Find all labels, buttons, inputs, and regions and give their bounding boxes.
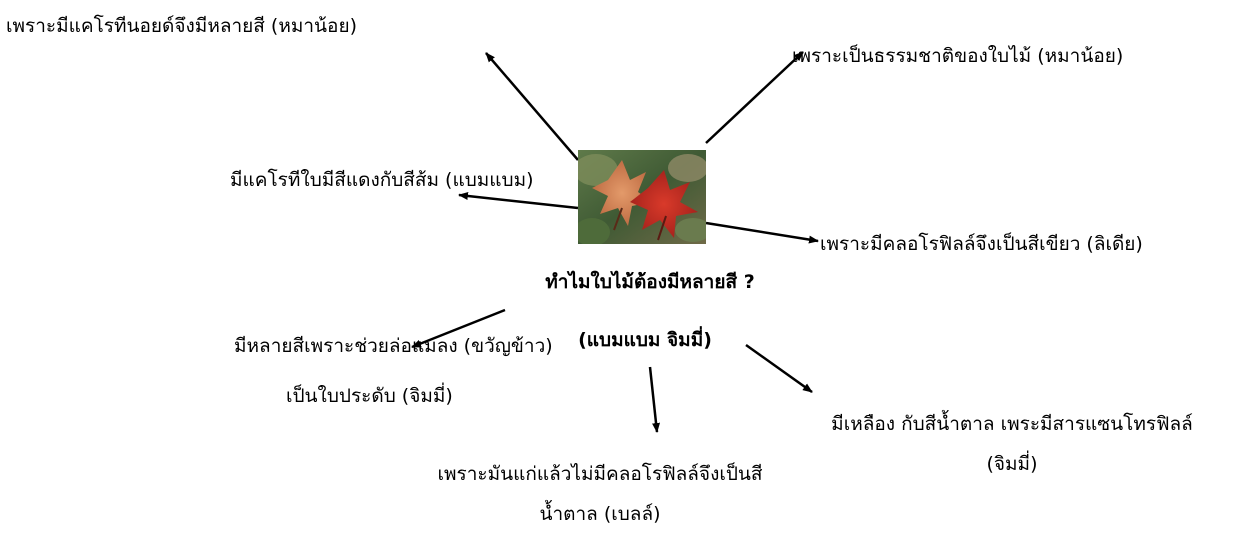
answer-2-label: เพราะเป็นธรรมชาติของใบไม้ (หมาน้อย) xyxy=(792,45,1124,67)
answer-7-line-2: (จิมมี่) xyxy=(986,453,1038,475)
answer-6-label: เป็นใบประดับ (จิมมี่) xyxy=(286,385,453,407)
answer-8-line-1: เพราะมันแก่แล้วไม่มีคลอโรฟิลล์จึงเป็นสี xyxy=(437,463,763,485)
arrow-to-answer-3 xyxy=(458,192,579,210)
answer-7-label: มีเหลือง กับสีน้ำตาล เพระมีสารแซนโทรฟิลล… xyxy=(780,412,1244,476)
arrow-to-answer-7 xyxy=(745,343,813,394)
arrow-to-answer-2 xyxy=(705,51,804,144)
maple-leaves-photo xyxy=(578,150,706,244)
central-question: ทำไมใบไม้ต้องมีหลายสี ? xyxy=(545,271,755,293)
answer-1-label: เพราะมีแคโรทีนอยด์จึงมีหลายสี (หมาน้อย) xyxy=(6,15,357,37)
answer-8-line-2: น้ำตาล (เบลล์) xyxy=(539,503,661,525)
question-author: (แบมแบม จิมมี่) xyxy=(578,329,712,351)
answer-5-label: มีหลายสีเพราะช่วยล่อแมลง (ขวัญข้าว) xyxy=(234,335,553,357)
answer-4-label: เพราะมีคลอโรฟิลล์จึงเป็นสีเขียว (ลิเดีย) xyxy=(820,233,1143,255)
arrow-to-answer-8 xyxy=(648,366,661,433)
arrow-to-answer-4 xyxy=(705,221,819,244)
answer-7-line-1: มีเหลือง กับสีน้ำตาล เพระมีสารแซนโทรฟิลล… xyxy=(831,413,1193,435)
arrow-to-answer-1 xyxy=(485,52,579,161)
answer-8-label: เพราะมันแก่แล้วไม่มีคลอโรฟิลล์จึงเป็นสี … xyxy=(380,462,820,526)
arrow-to-answer-5 xyxy=(411,308,506,349)
answer-3-label: มีแคโรทีใบมีสีแดงกับสีส้ม (แบมแบม) xyxy=(230,169,534,191)
